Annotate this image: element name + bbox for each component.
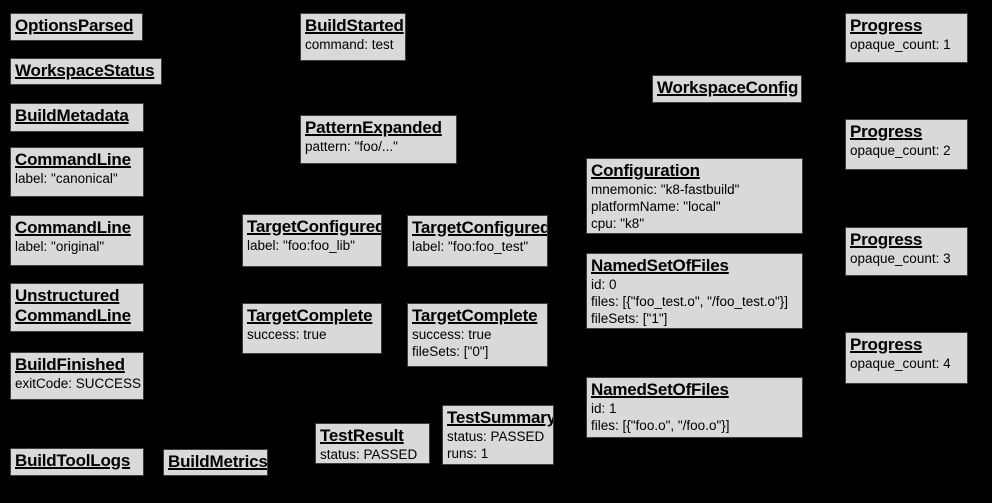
node-title: BuildMetrics: [168, 452, 268, 471]
node-title: TestResult: [320, 426, 404, 445]
node-body-line: id: 1: [591, 401, 617, 416]
event-options-parsed: OptionsParsed: [10, 13, 143, 41]
event-build-tool-logs: BuildToolLogs: [10, 448, 144, 476]
node-title: BuildStarted: [305, 16, 404, 35]
event-configuration: Configuration mnemonic: "k8-fastbuild" pla…: [586, 158, 803, 234]
event-test-summary: TestSummary status: PASSED runs: 1: [442, 405, 554, 465]
node-title: Progress: [850, 230, 923, 249]
node-title: NamedSetOfFiles: [591, 380, 729, 399]
node-body-line: fileSets: ["0"]: [412, 344, 489, 359]
node-title: CommandLine: [15, 150, 131, 169]
node-body-line: exitCode: SUCCESS: [15, 376, 142, 391]
node-title: TestSummary: [447, 408, 554, 427]
event-pattern-expanded: PatternExpanded pattern: "foo/...": [300, 115, 457, 164]
event-named-set-of-files-0: NamedSetOfFiles id: 0 files: [{"foo_test.o…: [586, 253, 803, 329]
node-title: Unstructured: [15, 286, 120, 305]
event-target-complete-foo-lib: TargetComplete success: true: [242, 303, 382, 354]
node-title: TargetComplete: [247, 306, 373, 325]
node-body-line: status: PASSED: [447, 429, 545, 444]
event-target-configured-foo-lib: TargetConfigured label: "foo:foo_lib": [242, 214, 382, 267]
node-body-line: success: true: [247, 327, 327, 342]
node-title: WorkspaceConfig: [657, 78, 799, 97]
event-build-metrics: BuildMetrics: [163, 449, 268, 476]
event-workspace-status: WorkspaceStatus: [10, 58, 162, 85]
node-title: NamedSetOfFiles: [591, 256, 729, 275]
node-title: BuildToolLogs: [15, 451, 131, 470]
node-title: Progress: [850, 122, 923, 141]
node-title: CommandLine: [15, 306, 131, 325]
node-title: PatternExpanded: [305, 118, 442, 137]
node-body-line: label: "foo:foo_test": [412, 239, 529, 254]
node-title: CommandLine: [15, 218, 131, 237]
node-body-line: files: [{"foo_test.o", "/foo_test.o"}]: [591, 294, 789, 309]
node-title: BuildMetadata: [15, 106, 129, 125]
event-build-finished: BuildFinished exitCode: SUCCESS: [10, 352, 144, 400]
node-body-line: success: true: [412, 327, 492, 342]
event-command-line-canonical: CommandLine label: "canonical": [10, 147, 144, 197]
event-test-result: TestResult status: PASSED: [315, 423, 430, 464]
event-workspace-config: WorkspaceConfig: [652, 75, 802, 103]
event-progress-3: Progress opaque_count: 3: [845, 227, 968, 276]
node-body-line: pattern: "foo/...": [305, 139, 398, 154]
event-target-configured-foo-test: TargetConfigured label: "foo:foo_test": [407, 215, 548, 267]
node-title: TargetConfigured: [412, 218, 548, 237]
node-title: Configuration: [591, 161, 700, 180]
node-body-line: opaque_count: 3: [850, 251, 951, 266]
event-progress-2: Progress opaque_count: 2: [845, 119, 968, 170]
node-title: OptionsParsed: [15, 16, 134, 35]
node-body-line: fileSets: ["1"]: [591, 311, 668, 326]
node-body-line: runs: 1: [447, 446, 489, 461]
node-title: Progress: [850, 335, 923, 354]
node-body-line: files: [{"foo.o", "/foo.o"}]: [591, 418, 730, 433]
node-title: TargetConfigured: [247, 217, 382, 236]
node-title: WorkspaceStatus: [15, 61, 155, 80]
node-body-line: opaque_count: 1: [850, 37, 951, 52]
event-command-line-original: CommandLine label: "original": [10, 215, 144, 266]
node-body-line: status: PASSED: [320, 447, 418, 462]
node-title: TargetComplete: [412, 306, 538, 325]
node-body-line: opaque_count: 4: [850, 356, 951, 371]
node-body-line: id: 0: [591, 277, 617, 292]
node-body-line: opaque_count: 2: [850, 143, 951, 158]
event-target-complete-foo-test: TargetComplete success: true fileSets: ["0…: [407, 303, 548, 367]
event-build-started: BuildStarted command: test: [300, 13, 406, 61]
node-body-line: cpu: "k8": [591, 216, 645, 231]
node-body-line: label: "canonical": [15, 171, 118, 186]
node-body-line: platformName: "local": [591, 199, 721, 214]
event-named-set-of-files-1: NamedSetOfFiles id: 1 files: [{"foo.o", "/…: [586, 377, 803, 438]
node-body-line: label: "original": [15, 239, 105, 254]
node-title: Progress: [850, 16, 923, 35]
node-body-line: mnemonic: "k8-fastbuild": [591, 182, 740, 197]
node-body-line: label: "foo:foo_lib": [247, 238, 355, 253]
event-build-metadata: BuildMetadata: [10, 103, 144, 132]
event-progress-4: Progress opaque_count: 4: [845, 332, 968, 384]
event-progress-1: Progress opaque_count: 1: [845, 13, 968, 63]
node-body-line: command: test: [305, 37, 394, 52]
node-title: BuildFinished: [15, 355, 125, 374]
